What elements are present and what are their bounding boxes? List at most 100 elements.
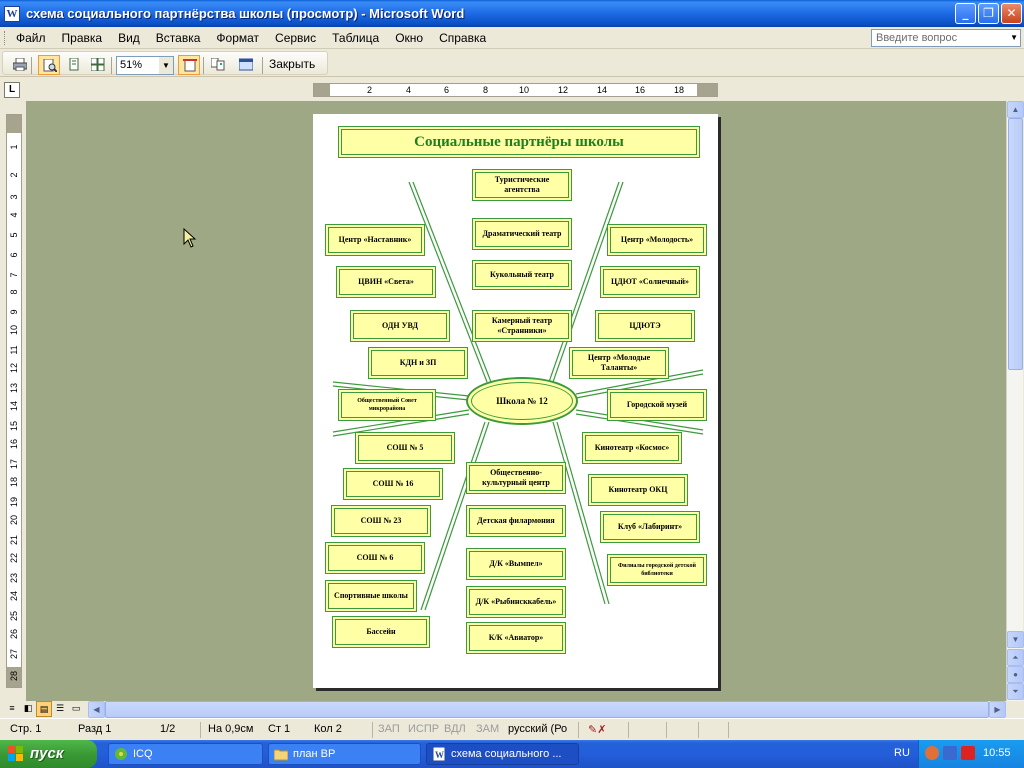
chevron-down-icon[interactable]: ▼ [1010, 33, 1018, 42]
one-page-button[interactable] [63, 55, 85, 75]
menu-help[interactable]: Справка [439, 31, 487, 45]
close-window-button[interactable]: ✕ [1001, 3, 1022, 24]
status-at: На 0,9см [208, 723, 254, 735]
web-view-icon: ◧ [23, 703, 33, 713]
partner-box: Общественный Совет микрорайона [338, 389, 436, 421]
shrink-to-fit-button[interactable] [207, 55, 229, 75]
print-layout-button[interactable]: ▤ [36, 701, 52, 717]
status-record-macro[interactable]: ЗАП [378, 723, 400, 735]
menu-view[interactable]: Вид [118, 31, 140, 45]
partner-box: КДН и ЗП [368, 347, 468, 379]
menu-format[interactable]: Формат [216, 31, 260, 45]
connector-line [408, 181, 488, 383]
network-icon[interactable] [943, 746, 957, 760]
connector-line [556, 421, 610, 605]
menu-window[interactable]: Окно [395, 31, 424, 45]
ruler-tick: 9 [9, 309, 19, 315]
status-separator [666, 722, 667, 738]
ask-question-input[interactable]: Введите вопрос ▼ [871, 29, 1021, 47]
toolbar-group: 51% ▼ Закрыть [2, 51, 328, 75]
scroll-left-button[interactable]: ◀ [88, 701, 105, 718]
partner-box: Детская филармония [466, 505, 566, 537]
restore-button[interactable]: ❐ [978, 3, 999, 24]
menu-insert[interactable]: Вставка [155, 31, 201, 45]
toolbar-separator [262, 57, 263, 74]
menu-grip[interactable] [4, 31, 7, 45]
partner-box: СОШ № 5 [355, 432, 455, 464]
normal-view-icon: ≡ [9, 703, 15, 713]
previous-page-button[interactable]: ⏶ [1007, 649, 1024, 666]
language-indicator[interactable]: RU [894, 747, 910, 759]
task-word-document[interactable]: W схема социального ... [426, 743, 579, 765]
one-page-icon [69, 58, 79, 71]
task-icq[interactable]: ICQ [108, 743, 263, 765]
partner-box: Центр «Молодость» [607, 224, 707, 256]
partner-box: Центр «Молодые Таланты» [569, 347, 669, 379]
tray-back-icon[interactable] [925, 746, 939, 760]
school-center-ellipse: Школа № 12 [466, 377, 578, 425]
full-screen-button[interactable] [235, 55, 257, 75]
magnifier-button[interactable] [38, 55, 60, 75]
status-bar: Стр. 1 Разд 1 1/2 На 0,9см Ст 1 Кол 2 ЗА… [0, 718, 1024, 740]
status-language[interactable]: русский (Ро [508, 723, 568, 735]
view-ruler-button[interactable] [178, 55, 200, 75]
status-track-changes[interactable]: ИСПР [408, 723, 440, 735]
diagram-title: Социальные партнёры школы [338, 126, 700, 158]
task-plan-vr[interactable]: план ВР [268, 743, 421, 765]
menu-table[interactable]: Таблица [332, 31, 380, 45]
menu-tools[interactable]: Сервис [275, 31, 317, 45]
minimize-button[interactable]: _ [955, 3, 976, 24]
word-app-icon[interactable]: W [4, 5, 20, 22]
vertical-scrollbar[interactable]: ▲ ▼ ⏶ ● ⏷ [1006, 101, 1024, 701]
print-button[interactable] [9, 55, 31, 75]
status-page: Стр. 1 [10, 723, 42, 735]
magnifier-page-icon [43, 59, 57, 72]
status-line: Ст 1 [268, 723, 291, 735]
web-view-button[interactable]: ◧ [20, 701, 36, 717]
browse-object-button[interactable]: ● [1007, 666, 1024, 683]
horizontal-scrollbar[interactable]: ◀ ▶ [88, 701, 1006, 718]
multiple-pages-button[interactable] [87, 55, 109, 75]
horizontal-ruler[interactable]: 2 4 6 8 10 12 14 16 18 [313, 83, 718, 97]
status-extend[interactable]: ВДЛ [444, 723, 466, 735]
partner-box: Клуб «Лабиринт» [600, 511, 700, 543]
antivirus-icon[interactable] [961, 746, 975, 760]
ruler-tick: 14 [597, 85, 608, 95]
clock: 10:55 [983, 747, 1011, 759]
normal-view-button[interactable]: ≡ [4, 701, 20, 717]
partner-box: Центр «Наставник» [325, 224, 425, 256]
vertical-scroll-thumb[interactable] [1008, 118, 1023, 370]
partner-box: ЦДЮТ «Солнечный» [600, 266, 700, 298]
status-overtype[interactable]: ЗАМ [476, 723, 500, 735]
spelling-check-icon[interactable]: ✎✗ [588, 724, 607, 736]
vertical-ruler[interactable]: 1 2 3 4 5 6 7 8 9 10 11 12 13 14 15 16 1… [6, 114, 22, 688]
chevron-down-icon[interactable]: ▼ [159, 57, 173, 74]
ruler-right-margin [697, 84, 718, 96]
partner-box: Бассейн [332, 616, 430, 648]
chevron-left-icon: ◀ [93, 705, 100, 714]
scroll-up-button[interactable]: ▲ [1007, 101, 1024, 118]
zoom-select[interactable]: 51% ▼ [116, 56, 174, 75]
status-section: Разд 1 [78, 723, 112, 735]
status-separator [728, 722, 729, 738]
close-preview-button[interactable]: Закрыть [269, 57, 316, 71]
outline-view-button[interactable]: ☰ [52, 701, 68, 717]
tab-selector[interactable]: L [4, 82, 20, 98]
horizontal-scroll-thumb[interactable] [105, 701, 989, 718]
reading-view-button[interactable]: ▭ [68, 701, 84, 717]
toolbar-separator [31, 57, 32, 74]
next-page-button[interactable]: ⏷ [1007, 683, 1024, 700]
printer-icon [13, 58, 27, 71]
taskbar: пуск ICQ план ВР W схема социального ...… [0, 740, 1024, 768]
scroll-down-button[interactable]: ▼ [1007, 631, 1024, 648]
scroll-right-button[interactable]: ▶ [989, 701, 1006, 718]
chevron-up-icon: ▲ [1011, 105, 1020, 114]
menu-edit[interactable]: Правка [61, 31, 103, 45]
partner-box: К/К «Авиатор» [466, 622, 566, 654]
partner-box: СОШ № 16 [343, 468, 443, 500]
menu-file[interactable]: Файл [16, 31, 46, 45]
windows-flag-icon [8, 746, 23, 761]
svg-text:W: W [435, 750, 444, 760]
diagram-connectors [332, 181, 704, 611]
start-button[interactable]: пуск [0, 740, 97, 768]
